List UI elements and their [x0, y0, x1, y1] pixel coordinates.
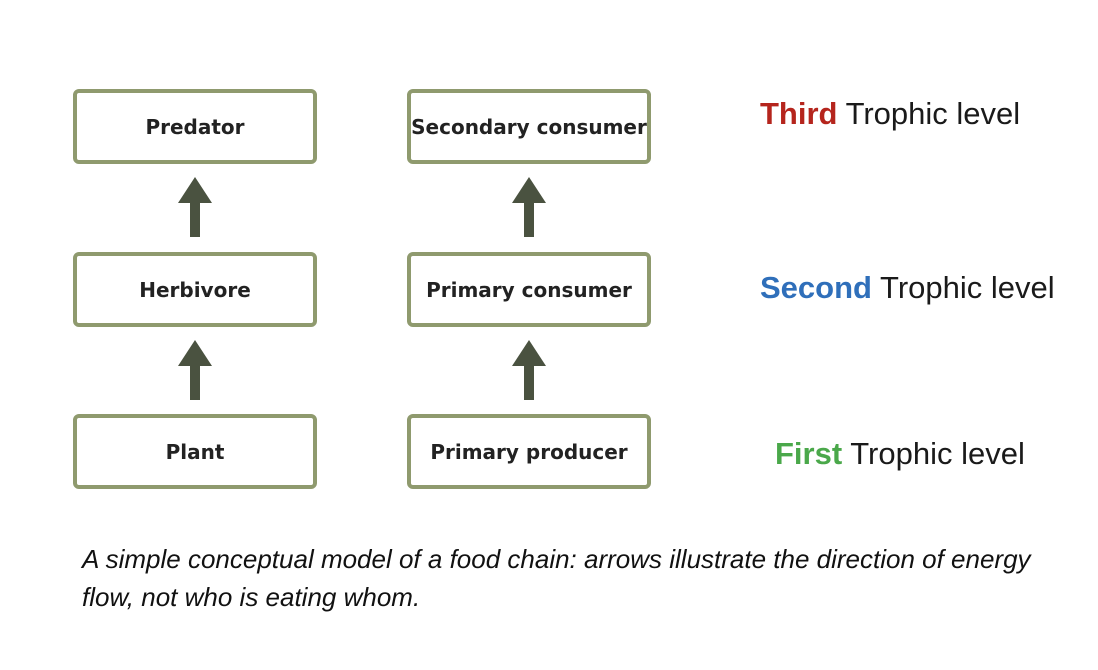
first-level-label: Trophic level: [850, 436, 1025, 471]
third-rank: Third: [760, 96, 838, 131]
primary-consumer-box: Primary consumer: [407, 252, 651, 327]
herbivore-label: Herbivore: [139, 277, 251, 302]
secondary-consumer-label: Secondary consumer: [411, 114, 647, 139]
third-level-label: Trophic level: [845, 96, 1021, 131]
arrow-up-icon: [509, 177, 549, 237]
primary-consumer-label: Primary consumer: [426, 277, 632, 302]
primary-producer-box: Primary producer: [407, 414, 651, 489]
predator-box: Predator: [73, 89, 317, 164]
first-rank: First: [775, 436, 843, 471]
second-level-label: Trophic level: [880, 270, 1055, 305]
figure-caption: A simple conceptual model of a food chai…: [82, 544, 1031, 612]
third-trophic-level: Third Trophic level: [760, 96, 1020, 132]
arrow-up-icon: [175, 340, 215, 400]
predator-label: Predator: [145, 114, 245, 139]
arrow-up-icon: [509, 340, 549, 400]
plant-label: Plant: [165, 439, 225, 464]
secondary-consumer-box: Secondary consumer: [407, 89, 651, 164]
plant-box: Plant: [73, 414, 317, 489]
first-trophic-level: First Trophic level: [775, 436, 1025, 472]
second-rank: Second: [760, 270, 872, 305]
second-trophic-level: Second Trophic level: [760, 270, 1055, 306]
herbivore-box: Herbivore: [73, 252, 317, 327]
arrow-up-icon: [175, 177, 215, 237]
primary-producer-label: Primary producer: [430, 439, 628, 464]
